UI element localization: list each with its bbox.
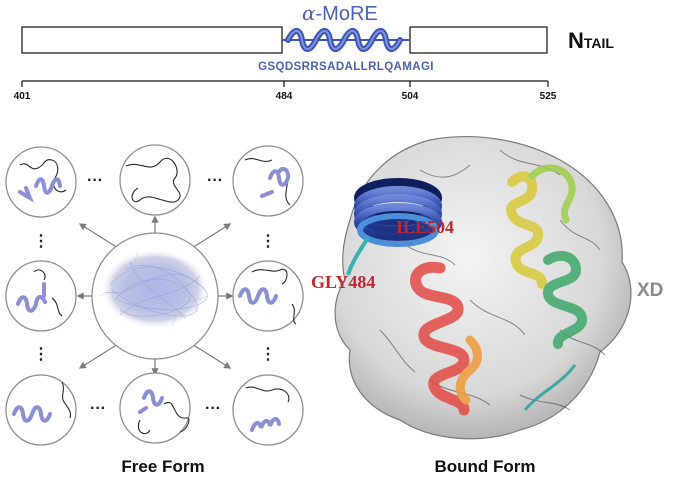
xd-label: XD	[637, 280, 663, 301]
tick-484: 484	[276, 91, 293, 102]
xd-helices	[410, 164, 587, 416]
ellipsis-8: ···	[205, 400, 221, 417]
bound-form-panel: ILE504 GLY484 XD Bound Form	[311, 136, 663, 476]
ntail-box-right	[409, 26, 548, 54]
bound-form-label: Bound Form	[434, 457, 535, 476]
tick-504: 504	[402, 91, 419, 102]
conformer-4	[5, 260, 77, 332]
conformational-ensemble	[91, 232, 219, 360]
ensemble-arrows	[76, 215, 234, 376]
ellipsis-6: ⋮	[260, 346, 276, 363]
free-form-panel: ··· ··· ⋮ ⋮ ⋮ ⋮	[5, 144, 304, 476]
more-helix-cartoon	[285, 28, 403, 52]
residue-gly484: GLY484	[311, 272, 375, 292]
free-form-label: Free Form	[121, 457, 204, 476]
ntail-label: NTAIL	[568, 28, 614, 53]
ntail-box-left	[21, 26, 283, 54]
ntail-scheme: α-MoRE NTAIL GSQDSRRSADALLRLQAMAGI 401 4…	[14, 1, 615, 102]
ellipsis-2: ···	[207, 172, 223, 189]
bound-more-helix	[346, 178, 442, 276]
tick-525: 525	[540, 91, 557, 102]
conformer-1	[5, 146, 77, 218]
ellipsis-4: ⋮	[260, 233, 276, 250]
conformer-5	[232, 260, 304, 332]
more-label: α-MoRE	[302, 1, 378, 25]
conformer-8	[232, 374, 304, 446]
conformer-6	[5, 374, 77, 446]
conformer-3	[232, 145, 304, 217]
residue-ile504: ILE504	[396, 217, 454, 237]
ellipsis-5: ⋮	[33, 346, 49, 363]
conformer-2	[119, 144, 191, 216]
ellipsis-7: ···	[90, 400, 106, 417]
more-sequence: GSQDSRRSADALLRLQAMAGI	[258, 61, 434, 73]
conformer-7	[119, 372, 191, 444]
ellipsis-1: ···	[87, 172, 103, 189]
ellipsis-3: ⋮	[33, 233, 49, 250]
tick-401: 401	[14, 91, 31, 102]
